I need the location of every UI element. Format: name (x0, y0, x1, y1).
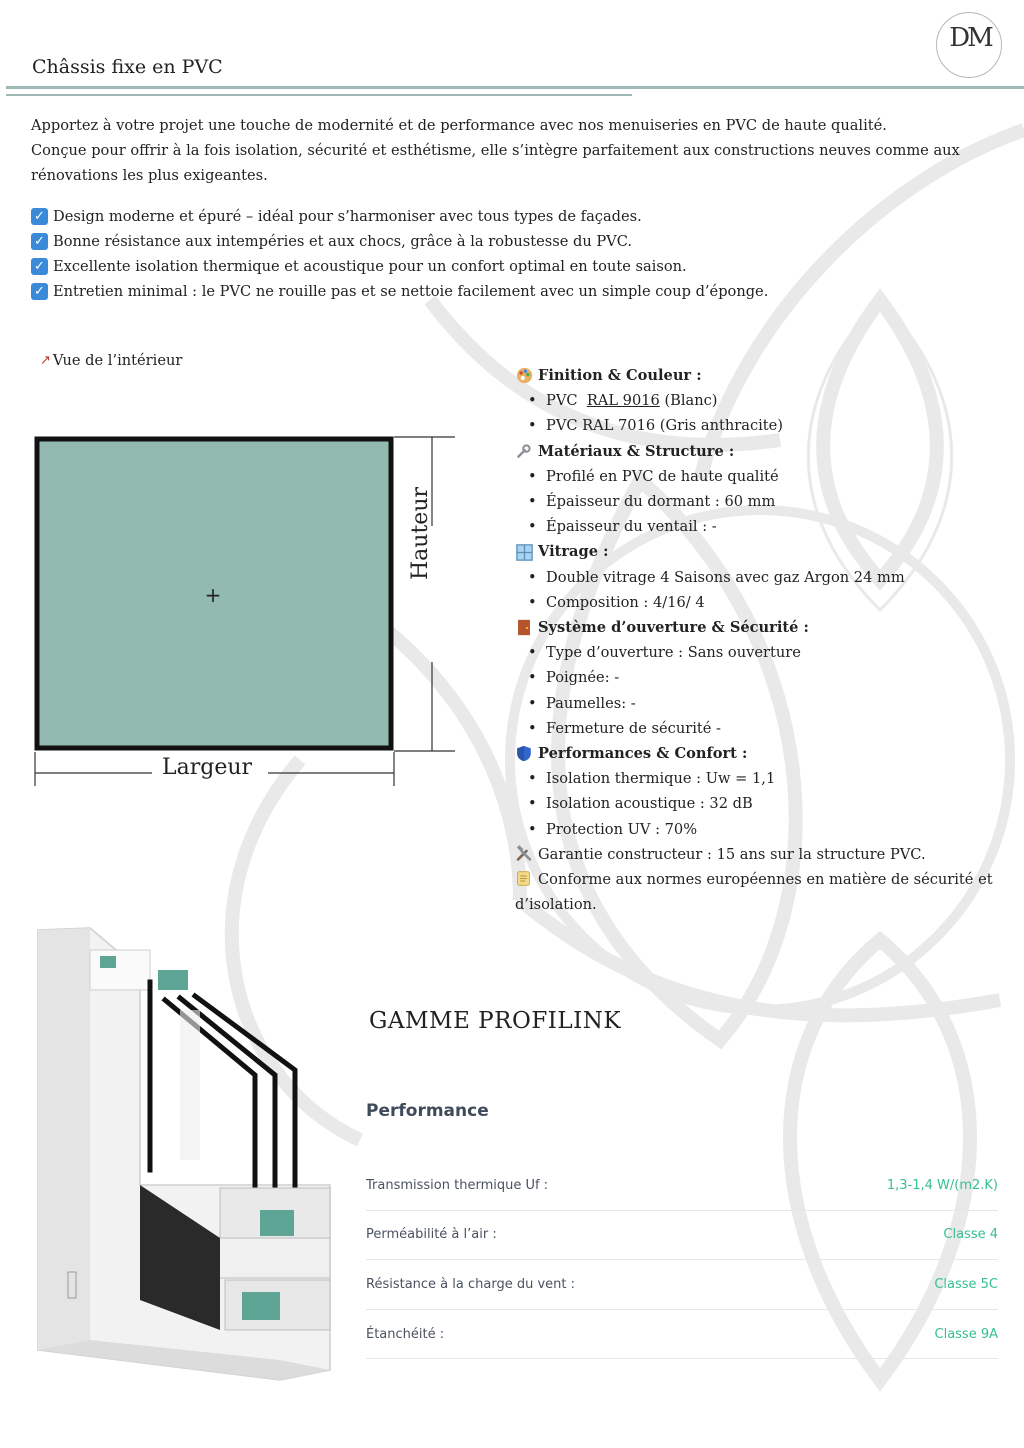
intro-text: Apportez à votre projet une touche de mo… (31, 113, 991, 188)
list-item: Composition : 4/16/ 4 (528, 590, 1005, 615)
row-value: Classe 4 (943, 1227, 998, 1243)
checkbox-icon: ✓ (31, 208, 48, 225)
feature-list: ✓Design moderne et épuré – idéal pour s’… (31, 204, 991, 304)
glazing-list: Double vitrage 4 Saisons avec gaz Argon … (515, 565, 1005, 616)
checkbox-icon: ✓ (31, 233, 48, 250)
list-item: Isolation thermique : Uw = 1,1 (528, 766, 1005, 791)
intro-line-1: Apportez à votre projet une touche de mo… (31, 117, 887, 134)
page-title: Châssis fixe en PVC (32, 56, 223, 78)
table-row: Résistance à la charge du vent : Classe … (366, 1260, 998, 1310)
checkbox-icon: ✓ (31, 283, 48, 300)
table-row: Perméabilité à l’air : Classe 4 (366, 1211, 998, 1261)
tools-icon (515, 845, 533, 863)
opening-list: Type d’ouverture : Sans ouverture Poigné… (515, 640, 1005, 741)
table-row: Transmission thermique Uf : 1,3-1,4 W/(m… (366, 1161, 998, 1211)
width-label: Largeur (162, 755, 253, 780)
performance-heading: Performance (366, 1101, 489, 1121)
feature-item: ✓Bonne résistance aux intempéries et aux… (31, 229, 991, 254)
warranty-note: Garantie constructeur : 15 ans sur la st… (515, 842, 1005, 867)
specifications: Finition & Couleur : PVC RAL 9016 (Blanc… (515, 363, 1005, 917)
row-label: Perméabilité à l’air : (366, 1227, 497, 1243)
row-value: 1,3-1,4 W/(m2.K) (886, 1177, 998, 1193)
list-item: Fermeture de sécurité - (528, 716, 1005, 741)
window-diagram: + Largeur Hauteur (0, 400, 480, 800)
height-label: Hauteur (408, 486, 433, 580)
feature-item: ✓Excellente isolation thermique et acous… (31, 254, 991, 279)
brand-logo: DM (936, 12, 1002, 78)
list-item: PVC RAL 9016 (Blanc) (528, 388, 1005, 413)
list-item: Poignée: - (528, 665, 1005, 690)
logo-monogram: DM (949, 23, 993, 53)
list-item: Type d’ouverture : Sans ouverture (528, 640, 1005, 665)
materials-list: Profilé en PVC de haute qualité Épaisseu… (515, 464, 1005, 540)
row-label: Transmission thermique Uf : (366, 1177, 549, 1193)
header-divider (6, 86, 1024, 89)
section-finish: Finition & Couleur : (515, 363, 1005, 388)
list-item: Profilé en PVC de haute qualité (528, 464, 1005, 489)
list-item: Protection UV : 70% (528, 817, 1005, 842)
row-value: Classe 5C (934, 1276, 998, 1292)
row-value: Classe 9A (934, 1326, 999, 1342)
shield-icon (515, 745, 533, 763)
window-icon (515, 543, 533, 561)
height-dimension (394, 436, 455, 752)
finish-list: PVC RAL 9016 (Blanc) PVC RAL 7016 (Gris … (515, 388, 1005, 439)
list-item: Paumelles: - (528, 691, 1005, 716)
table-row: Étanchéité : Classe 9A (366, 1310, 998, 1360)
list-item: Épaisseur du dormant : 60 mm (528, 489, 1005, 514)
compliance-note: Conforme aux normes européennes en matiè… (515, 870, 993, 914)
door-icon (515, 619, 533, 637)
ral-9016-link[interactable]: RAL 9016 (586, 392, 660, 410)
window-glass (34, 436, 394, 751)
feature-item: ✓Entretien minimal : le PVC ne rouille p… (31, 279, 991, 304)
interior-view-label: ↗ Vue de l’intérieur (40, 352, 183, 369)
performance-table: Performance Transmission thermique Uf : … (366, 1101, 998, 1360)
row-label: Étanchéité : (366, 1326, 445, 1342)
performance-list: Isolation thermique : Uw = 1,1 Isolation… (515, 766, 1005, 842)
section-opening: Système d’ouverture & Sécurité : (515, 615, 1005, 640)
palette-icon (515, 367, 533, 385)
range-title: GAMME PROFILINK (369, 1008, 622, 1034)
section-glazing: Vitrage : (515, 539, 1005, 564)
row-label: Résistance à la charge du vent : (366, 1276, 576, 1292)
header-divider-short (6, 94, 632, 96)
list-item: Double vitrage 4 Saisons avec gaz Argon … (528, 565, 1005, 590)
section-performance: Performances & Confort : (515, 741, 1005, 766)
scroll-icon (515, 870, 533, 888)
intro-line-2: Conçue pour offrir à la fois isolation, … (31, 142, 960, 184)
list-item: PVC RAL 7016 (Gris anthracite) (528, 413, 1005, 438)
feature-item: ✓Design moderne et épuré – idéal pour s’… (31, 204, 991, 229)
checkbox-icon: ✓ (31, 258, 48, 275)
center-mark: + (205, 583, 222, 607)
width-dimension (34, 752, 395, 786)
telescope-icon: ↗ (40, 353, 51, 368)
section-materials: Matériaux & Structure : (515, 439, 1005, 464)
wrench-icon (515, 442, 533, 460)
list-item: Isolation acoustique : 32 dB (528, 791, 1005, 816)
list-item: Épaisseur du ventail : - (528, 514, 1005, 539)
pvc-profile-image (30, 920, 350, 1390)
